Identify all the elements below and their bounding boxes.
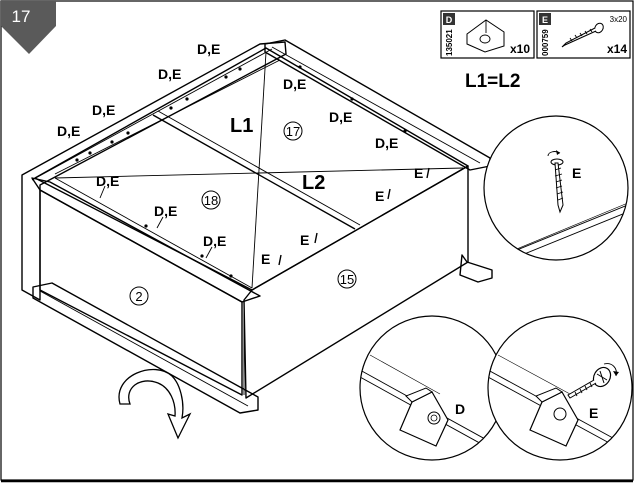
panel-number-2: 2	[129, 286, 149, 306]
screw-size: 3x20	[610, 15, 628, 24]
panel-number-15: 15	[337, 269, 357, 289]
label-de: D,E	[197, 41, 220, 57]
part-code-e: E	[542, 15, 548, 25]
part-id-e: 000759	[541, 29, 550, 56]
part-qty-e: x14	[607, 42, 627, 56]
part-id-d: 135021	[445, 29, 454, 56]
corner-block-icon	[466, 19, 505, 53]
label-de: D,E	[203, 233, 226, 249]
right-side-panel	[243, 165, 469, 399]
label-de: D,E	[158, 66, 181, 82]
part-box-e: E 000759 3x20 x14	[536, 10, 631, 59]
screw-markers	[278, 167, 430, 266]
step-badge: 17	[1, 1, 56, 54]
label-e: E	[375, 188, 384, 204]
screw-holes	[75, 65, 407, 278]
part-qty-d: x10	[510, 42, 530, 56]
label-e: E	[300, 232, 309, 248]
svg-text:17: 17	[286, 124, 300, 139]
label-e: E	[261, 251, 270, 267]
diagonal-label-l2: L2	[302, 172, 325, 194]
detail-block-screw: E	[487, 315, 633, 461]
step-number: 17	[12, 7, 31, 26]
screw-icon	[561, 22, 604, 48]
label-de: D,E	[283, 76, 306, 92]
corner-block-icon	[399, 387, 449, 447]
svg-text:2: 2	[135, 289, 142, 304]
cabinet-assembly	[21, 39, 493, 414]
screw-icon	[567, 363, 619, 399]
label-leaders	[99, 185, 213, 259]
panel-number-17: 17	[283, 121, 303, 141]
diagonal-equation: L1=L2	[465, 71, 520, 92]
detail-screw-label: E	[572, 165, 581, 181]
label-de: D,E	[96, 173, 119, 189]
top-surface	[34, 47, 469, 291]
part-code-d: D	[446, 15, 453, 25]
detail-block-screw-label: E	[589, 405, 598, 421]
part-box-d: D 135021 x10	[440, 10, 535, 59]
svg-text:15: 15	[340, 272, 354, 287]
right-foot	[459, 254, 493, 283]
svg-text:18: 18	[204, 193, 218, 208]
panel-number-18: 18	[201, 190, 221, 210]
front-bottom-rail	[32, 282, 259, 414]
rotate-arrow-icon	[118, 368, 192, 440]
label-de: D,E	[375, 135, 398, 151]
diagonal-label-l1: L1	[230, 115, 253, 137]
front-panel	[31, 177, 261, 396]
corner-block-icon	[529, 387, 579, 447]
detail-block-d: D	[359, 315, 505, 461]
label-de: D,E	[57, 123, 80, 139]
detail-screw: E	[483, 115, 629, 261]
label-e: E	[414, 165, 423, 181]
label-de: D,E	[329, 109, 352, 125]
label-de: D,E	[154, 203, 177, 219]
detail-block-label: D	[455, 401, 465, 417]
label-de: D,E	[92, 102, 115, 118]
screw-icon	[547, 150, 564, 214]
